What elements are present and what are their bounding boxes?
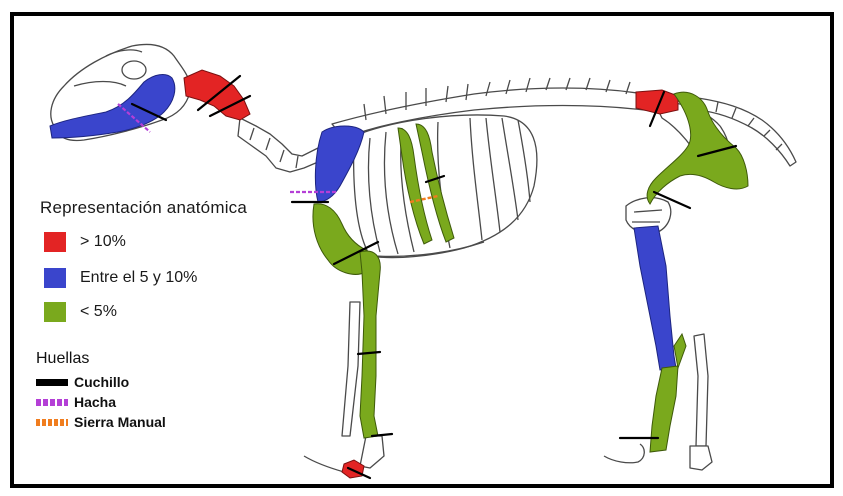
- legend-swatch-green: [44, 302, 66, 322]
- eye-orbit: [122, 61, 146, 79]
- anatomical-legend: Representación anatómica > 10% Entre el …: [40, 198, 247, 218]
- legend-item-low: < 5%: [44, 302, 117, 322]
- tibia-blue: [634, 226, 676, 370]
- hind-metatarsal-white: [694, 334, 708, 446]
- legend-item-medium: Entre el 5 y 10%: [44, 268, 197, 288]
- knife-mark-sample: [36, 379, 68, 386]
- saw-mark-sample: [36, 419, 68, 426]
- front-radius-shadow: [342, 302, 360, 436]
- mark-label-axe: Hacha: [74, 394, 116, 410]
- legend-swatch-blue: [44, 268, 66, 288]
- marks-legend: Huellas Cuchillo Hacha Sierra Manual: [36, 350, 89, 368]
- metatarsal-green-upper: [674, 334, 686, 368]
- cervical-vertebrae: [238, 118, 326, 172]
- legend-label-high: > 10%: [80, 233, 126, 251]
- axe-mark-sample: [36, 399, 68, 406]
- marks-title: Huellas: [36, 350, 89, 368]
- hind-hoof: [690, 446, 712, 470]
- mark-item-axe: Hacha: [36, 394, 116, 410]
- legend-label-low: < 5%: [80, 303, 117, 321]
- legend-label-medium: Entre el 5 y 10%: [80, 269, 197, 287]
- mark-item-saw: Sierra Manual: [36, 414, 166, 430]
- mark-label-knife: Cuchillo: [74, 374, 129, 390]
- figure-frame: Representación anatómica > 10% Entre el …: [10, 12, 834, 488]
- radius-green: [360, 251, 380, 438]
- legend-title: Representación anatómica: [40, 198, 247, 218]
- legend-swatch-red: [44, 232, 66, 252]
- front-hoof: [360, 436, 384, 468]
- mark-item-knife: Cuchillo: [36, 374, 129, 390]
- legend-item-high: > 10%: [44, 232, 126, 252]
- mark-label-saw: Sierra Manual: [74, 414, 166, 430]
